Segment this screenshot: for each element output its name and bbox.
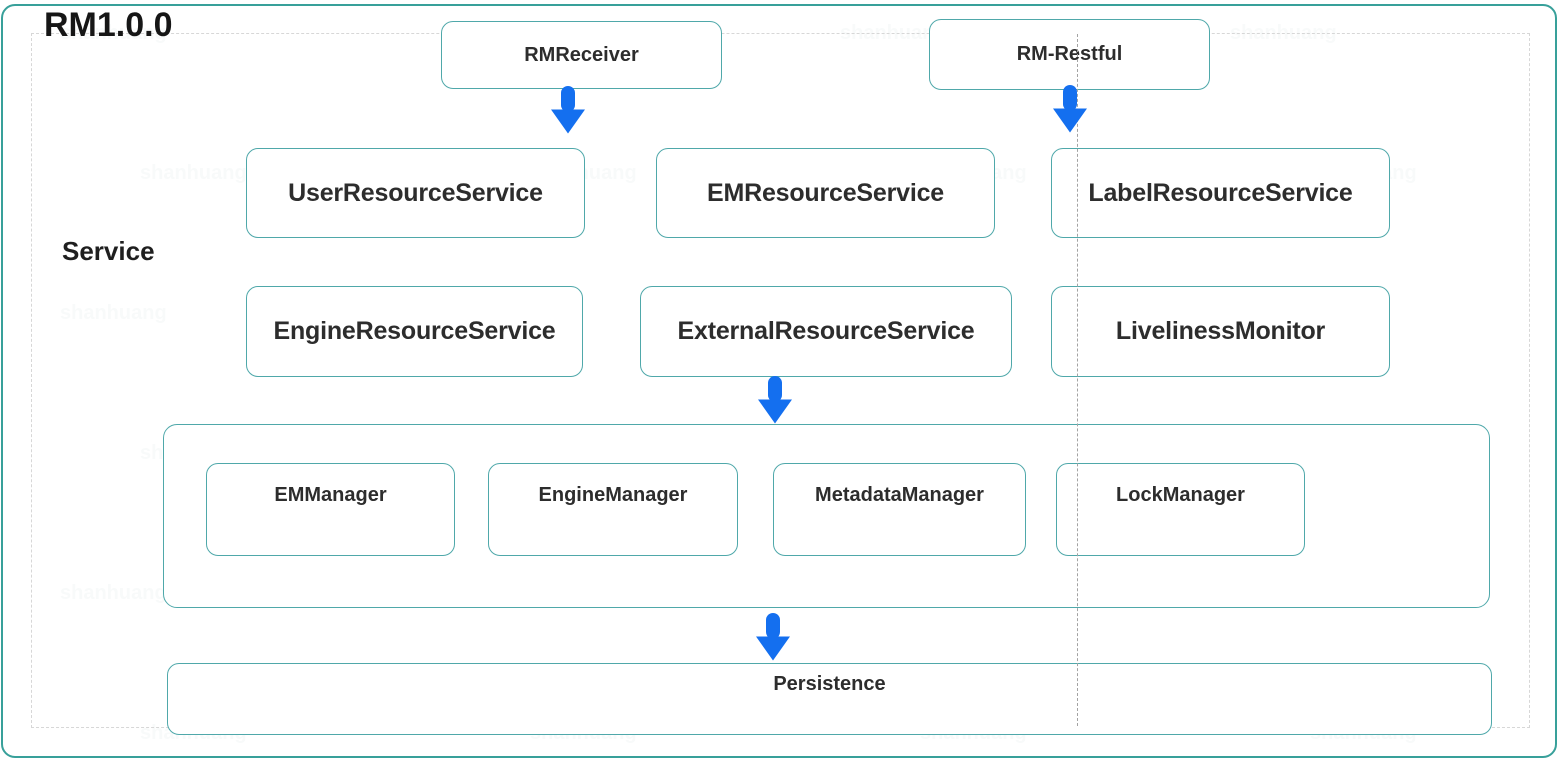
diagram-title: RM1.0.0 xyxy=(44,6,173,44)
down-arrow-icon xyxy=(551,86,585,134)
node-liveliness-monitor: LivelinessMonitor xyxy=(1051,286,1390,377)
node-engine-resource-service: EngineResourceService xyxy=(246,286,583,377)
down-arrow-services-to-managers xyxy=(757,376,793,424)
node-label: RM-Restful xyxy=(1016,43,1123,65)
node-label: ExternalResourceService xyxy=(677,317,975,345)
service-section-label: Service xyxy=(62,236,155,266)
node-user-resource-service: UserResourceService xyxy=(246,148,585,238)
node-label: UserResourceService xyxy=(288,178,543,207)
node-metadata-manager: MetadataManager xyxy=(773,463,1026,556)
node-label: LabelResourceService xyxy=(1088,178,1353,207)
node-external-resource-service: ExternalResourceService xyxy=(640,286,1012,377)
node-lock-manager: LockManager xyxy=(1056,463,1305,556)
node-rm-restful: RM-Restful xyxy=(929,19,1210,90)
node-em-manager: EMManager xyxy=(206,463,455,556)
down-arrow-icon xyxy=(758,376,792,424)
down-arrow-managers-to-persistence xyxy=(755,613,791,661)
node-em-resource-service: EMResourceService xyxy=(656,148,995,238)
down-arrow-rm-restful xyxy=(1052,85,1088,133)
node-label: LockManager xyxy=(1116,484,1245,506)
node-label: MetadataManager xyxy=(815,484,984,506)
node-rmreceiver: RMReceiver xyxy=(441,21,722,89)
vertical-dashed-divider xyxy=(1077,34,1078,726)
node-label: RMReceiver xyxy=(524,43,639,66)
node-label: EMManager xyxy=(274,484,387,506)
node-label: EMResourceService xyxy=(706,178,944,207)
down-arrow-icon xyxy=(1053,85,1087,133)
node-label: EngineResourceService xyxy=(273,317,556,345)
down-arrow-rmreceiver xyxy=(550,86,586,134)
node-label-resource-service: LabelResourceService xyxy=(1051,148,1390,238)
down-arrow-icon xyxy=(756,613,790,661)
node-persistence: Persistence xyxy=(167,663,1492,735)
node-label: EngineManager xyxy=(538,484,688,506)
node-engine-manager: EngineManager xyxy=(488,463,738,556)
node-label: Persistence xyxy=(773,673,886,695)
node-label: LivelinessMonitor xyxy=(1115,317,1326,345)
